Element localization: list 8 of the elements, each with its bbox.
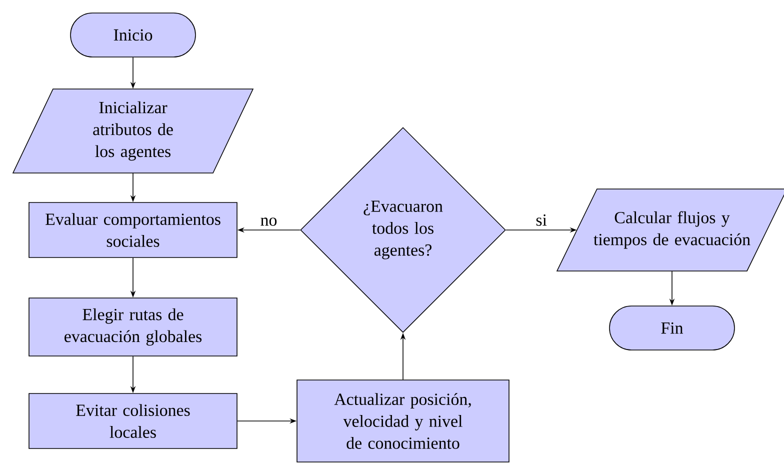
process-box: Actualizar posición, velocidad y nivel de conocimiento bbox=[296, 380, 510, 462]
process-box: Evitar colisiones locales bbox=[28, 393, 238, 449]
edge-label: no bbox=[259, 216, 278, 227]
terminal-box: Fin bbox=[609, 306, 735, 350]
process-box: Evaluar comportamientos sociales bbox=[28, 202, 238, 258]
process-box: Elegir rutas de evacuación globales bbox=[28, 298, 238, 356]
edge-label: si bbox=[534, 213, 548, 227]
terminal-box: Inicio bbox=[70, 12, 196, 58]
